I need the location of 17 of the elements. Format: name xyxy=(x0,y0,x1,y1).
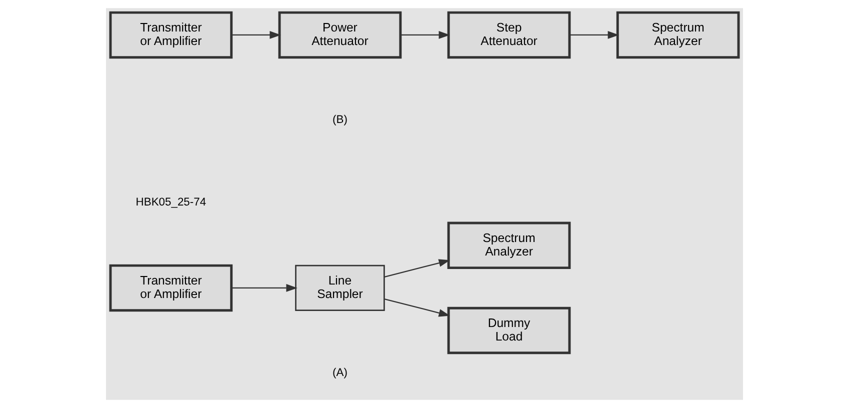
node-box: Line Sampler xyxy=(295,264,385,312)
arrow xyxy=(384,259,450,278)
arrow xyxy=(400,31,450,39)
label: (B) xyxy=(332,114,348,126)
node-box: Power Attenuator xyxy=(278,11,402,59)
node-box: Dummy Load xyxy=(447,306,571,354)
label: (A) xyxy=(332,366,348,379)
node-box: Spectrum Analyzer xyxy=(616,11,740,59)
arrow xyxy=(232,31,281,39)
arrow xyxy=(570,31,620,39)
arrow xyxy=(384,298,450,317)
node-box: Transmitter or Amplifier xyxy=(109,264,233,312)
node-box: Spectrum Analyzer xyxy=(447,222,571,270)
node-box: Transmitter or Amplifier xyxy=(109,11,233,59)
arrow xyxy=(232,284,298,292)
node-box: Step Attenuator xyxy=(447,11,571,59)
label: HBK05_25-74 xyxy=(136,196,206,209)
